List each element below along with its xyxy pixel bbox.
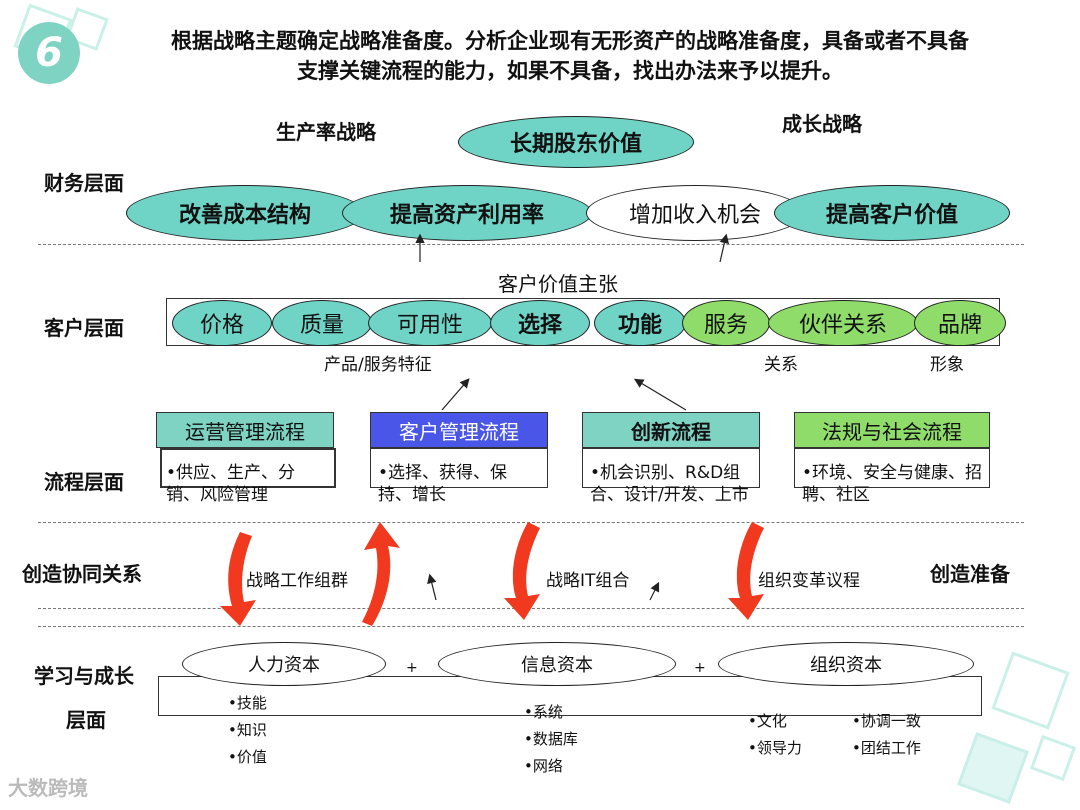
organization-capital: 组织资本 — [718, 642, 974, 686]
plus-sign: + — [694, 660, 706, 676]
innovation-process-text: •机会识别、R&D组合、设计/开发、上市 — [590, 463, 749, 505]
layer-divider — [38, 244, 1024, 245]
human-item-values: •价值 — [228, 748, 267, 766]
info-item-database: •数据库 — [524, 730, 578, 748]
value-partnership: 伙伴关系 — [768, 300, 918, 346]
header-line-2: 支撑关键流程的能力，如果不具备，找出办法来予以提升。 — [297, 59, 843, 83]
operations-process-title: 运营管理流程 — [156, 412, 334, 448]
human-item-skills: •技能 — [228, 694, 267, 712]
learning-layer-label-2: 层面 — [66, 708, 106, 732]
info-item-network: •网络 — [524, 757, 563, 775]
thin-arrows — [415, 233, 730, 601]
customer-layer-label: 客户层面 — [44, 316, 124, 340]
goal-revenue-opportunity: 增加收入机会 — [586, 185, 804, 241]
innovation-process-body — [582, 448, 760, 488]
create-synergy-label: 创造协同关系 — [22, 562, 142, 586]
human-item-knowledge: •知识 — [228, 721, 267, 739]
operations-process-body — [160, 448, 336, 488]
info-item-systems: •系统 — [524, 703, 563, 721]
goal-customer-value: 提高客户价值 — [774, 185, 1010, 241]
regulatory-process-text: •环境、安全与健康、招聘、社区 — [802, 463, 983, 505]
watermark: 大数跨境 — [8, 776, 88, 800]
layer-divider — [38, 626, 1024, 627]
slide-header: 根据战略主题确定战略准备度。分析企业现有无形资产的战略准备度，具备或者不具备 支… — [80, 26, 1060, 86]
header-line-1: 根据战略主题确定战略准备度。分析企业现有无形资产的战略准备度，具备或者不具备 — [171, 29, 969, 53]
process-layer-label: 流程层面 — [44, 470, 124, 494]
image-label: 形象 — [930, 355, 964, 375]
productivity-strategy-label: 生产率战略 — [276, 120, 376, 144]
value-function: 功能 — [594, 300, 686, 346]
org-item-leadership: •领导力 — [748, 739, 802, 757]
strategic-job-families-label: 战略工作组群 — [246, 571, 348, 591]
create-readiness-label: 创造准备 — [930, 562, 1010, 586]
human-capital: 人力资本 — [182, 642, 386, 686]
innovation-process-title: 创新流程 — [582, 412, 760, 448]
value-selection: 选择 — [490, 300, 590, 346]
customer-process-text: •选择、获得、保持、增长 — [378, 463, 508, 505]
value-service: 服务 — [682, 300, 770, 346]
value-price: 价格 — [172, 300, 272, 346]
learning-layer-label-1: 学习与成长 — [34, 664, 134, 688]
org-item-culture: •文化 — [748, 712, 787, 730]
operations-process-text: •供应、生产、分销、风险管理 — [166, 463, 296, 505]
layer-divider — [38, 522, 1024, 523]
customer-value-proposition: 客户价值主张 — [498, 272, 618, 296]
value-brand: 品牌 — [914, 300, 1006, 346]
customer-process-title: 客户管理流程 — [370, 412, 548, 448]
org-item-teamwork: •团结工作 — [852, 739, 921, 757]
information-capital: 信息资本 — [438, 642, 676, 686]
product-service-attributes-label: 产品/服务特征 — [324, 355, 432, 375]
value-quality: 质量 — [272, 300, 372, 346]
regulatory-process-title: 法规与社会流程 — [794, 412, 990, 448]
strategic-it-portfolio-label: 战略IT组合 — [546, 571, 630, 591]
org-item-alignment: •协调一致 — [852, 712, 921, 730]
shareholder-value-goal: 长期股东价值 — [458, 116, 694, 168]
goal-asset-utilization: 提高资产利用率 — [342, 185, 592, 241]
value-availability: 可用性 — [368, 300, 492, 346]
plus-sign: + — [406, 660, 418, 676]
org-change-agenda-label: 组织变革议程 — [758, 571, 860, 591]
customer-process-body — [370, 448, 548, 488]
relationship-label: 关系 — [764, 355, 798, 375]
red-arrows — [220, 522, 764, 626]
step-badge: 6 — [18, 22, 80, 84]
growth-strategy-label: 成长战略 — [782, 112, 862, 136]
financial-layer-label: 财务层面 — [44, 171, 124, 195]
goal-cost-structure: 改善成本结构 — [126, 185, 364, 241]
regulatory-process-body — [794, 448, 990, 488]
